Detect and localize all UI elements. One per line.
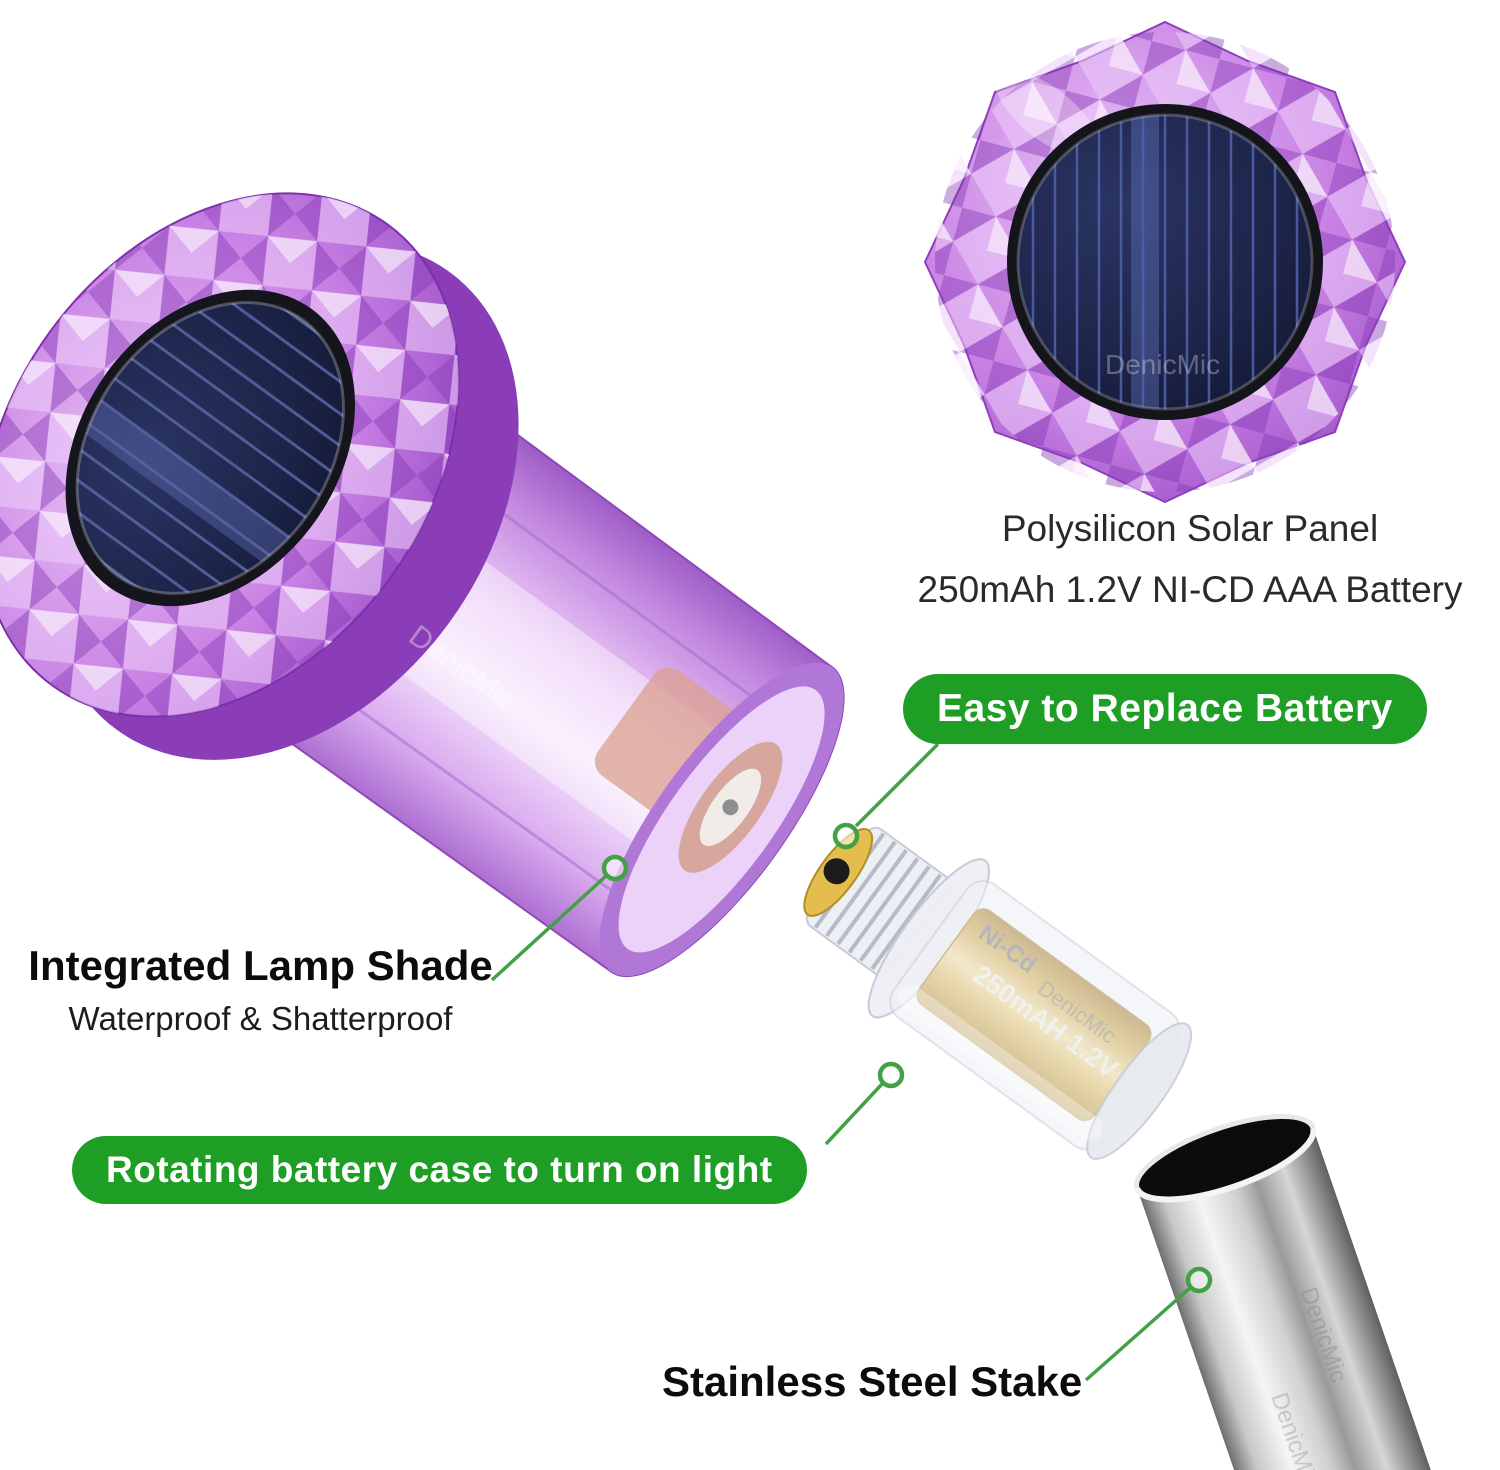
solar-lamp: DenicMic [0, 192, 845, 978]
lamp-solar-panel [21, 250, 399, 646]
holder-highlight [897, 984, 1103, 1142]
closeup-watermark: DenicMic [1105, 349, 1220, 380]
callout-lamp-shade: Integrated Lamp Shade Waterproof & Shatt… [18, 942, 503, 1038]
panel-desc-line1: Polysilicon Solar Panel [1001, 508, 1379, 549]
marker-easy-battery [832, 822, 860, 850]
panel-desc-line2: 250mAh 1.2V NI-CD AAA Battery [917, 569, 1463, 611]
leader-lines [490, 742, 1192, 1382]
steel-stake: DenicMic DenicMic [1134, 1114, 1476, 1470]
solar-panel-description: Polysilicon Solar Panel 250mAh 1.2V NI-C… [880, 498, 1500, 620]
leader-lamp-shade [490, 874, 608, 982]
lamp-opening [599, 662, 844, 977]
marker-lamp-shade [601, 854, 629, 882]
leader-markers [601, 822, 1213, 1294]
lamp-shade-title: Integrated Lamp Shade [28, 942, 493, 989]
closeup-solar-panel [1007, 104, 1323, 420]
leader-stake [1084, 1286, 1192, 1382]
battery-holder: Ni-Cd 250mAH 1.2V DenicMic [803, 826, 1193, 1160]
leader-rotating-case [824, 1082, 884, 1146]
stake-opening [1136, 1116, 1314, 1200]
stake-tube [1137, 1127, 1476, 1470]
holder-case-bottom [1086, 1022, 1193, 1160]
solar-panel-closeup: DenicMic [923, 20, 1407, 504]
lamp-shade-subtitle: Waterproof & Shatterproof [68, 1000, 453, 1037]
callout-stake: Stainless Steel Stake [662, 1358, 1083, 1405]
callout-rotating-case: Rotating battery case to turn on light [72, 1136, 807, 1204]
leader-easy-battery [854, 742, 940, 828]
callout-easy-replace-battery: Easy to Replace Battery [903, 674, 1427, 744]
marker-rotating-case [877, 1061, 905, 1089]
battery-terminal [803, 828, 874, 917]
marker-stake [1185, 1266, 1213, 1294]
